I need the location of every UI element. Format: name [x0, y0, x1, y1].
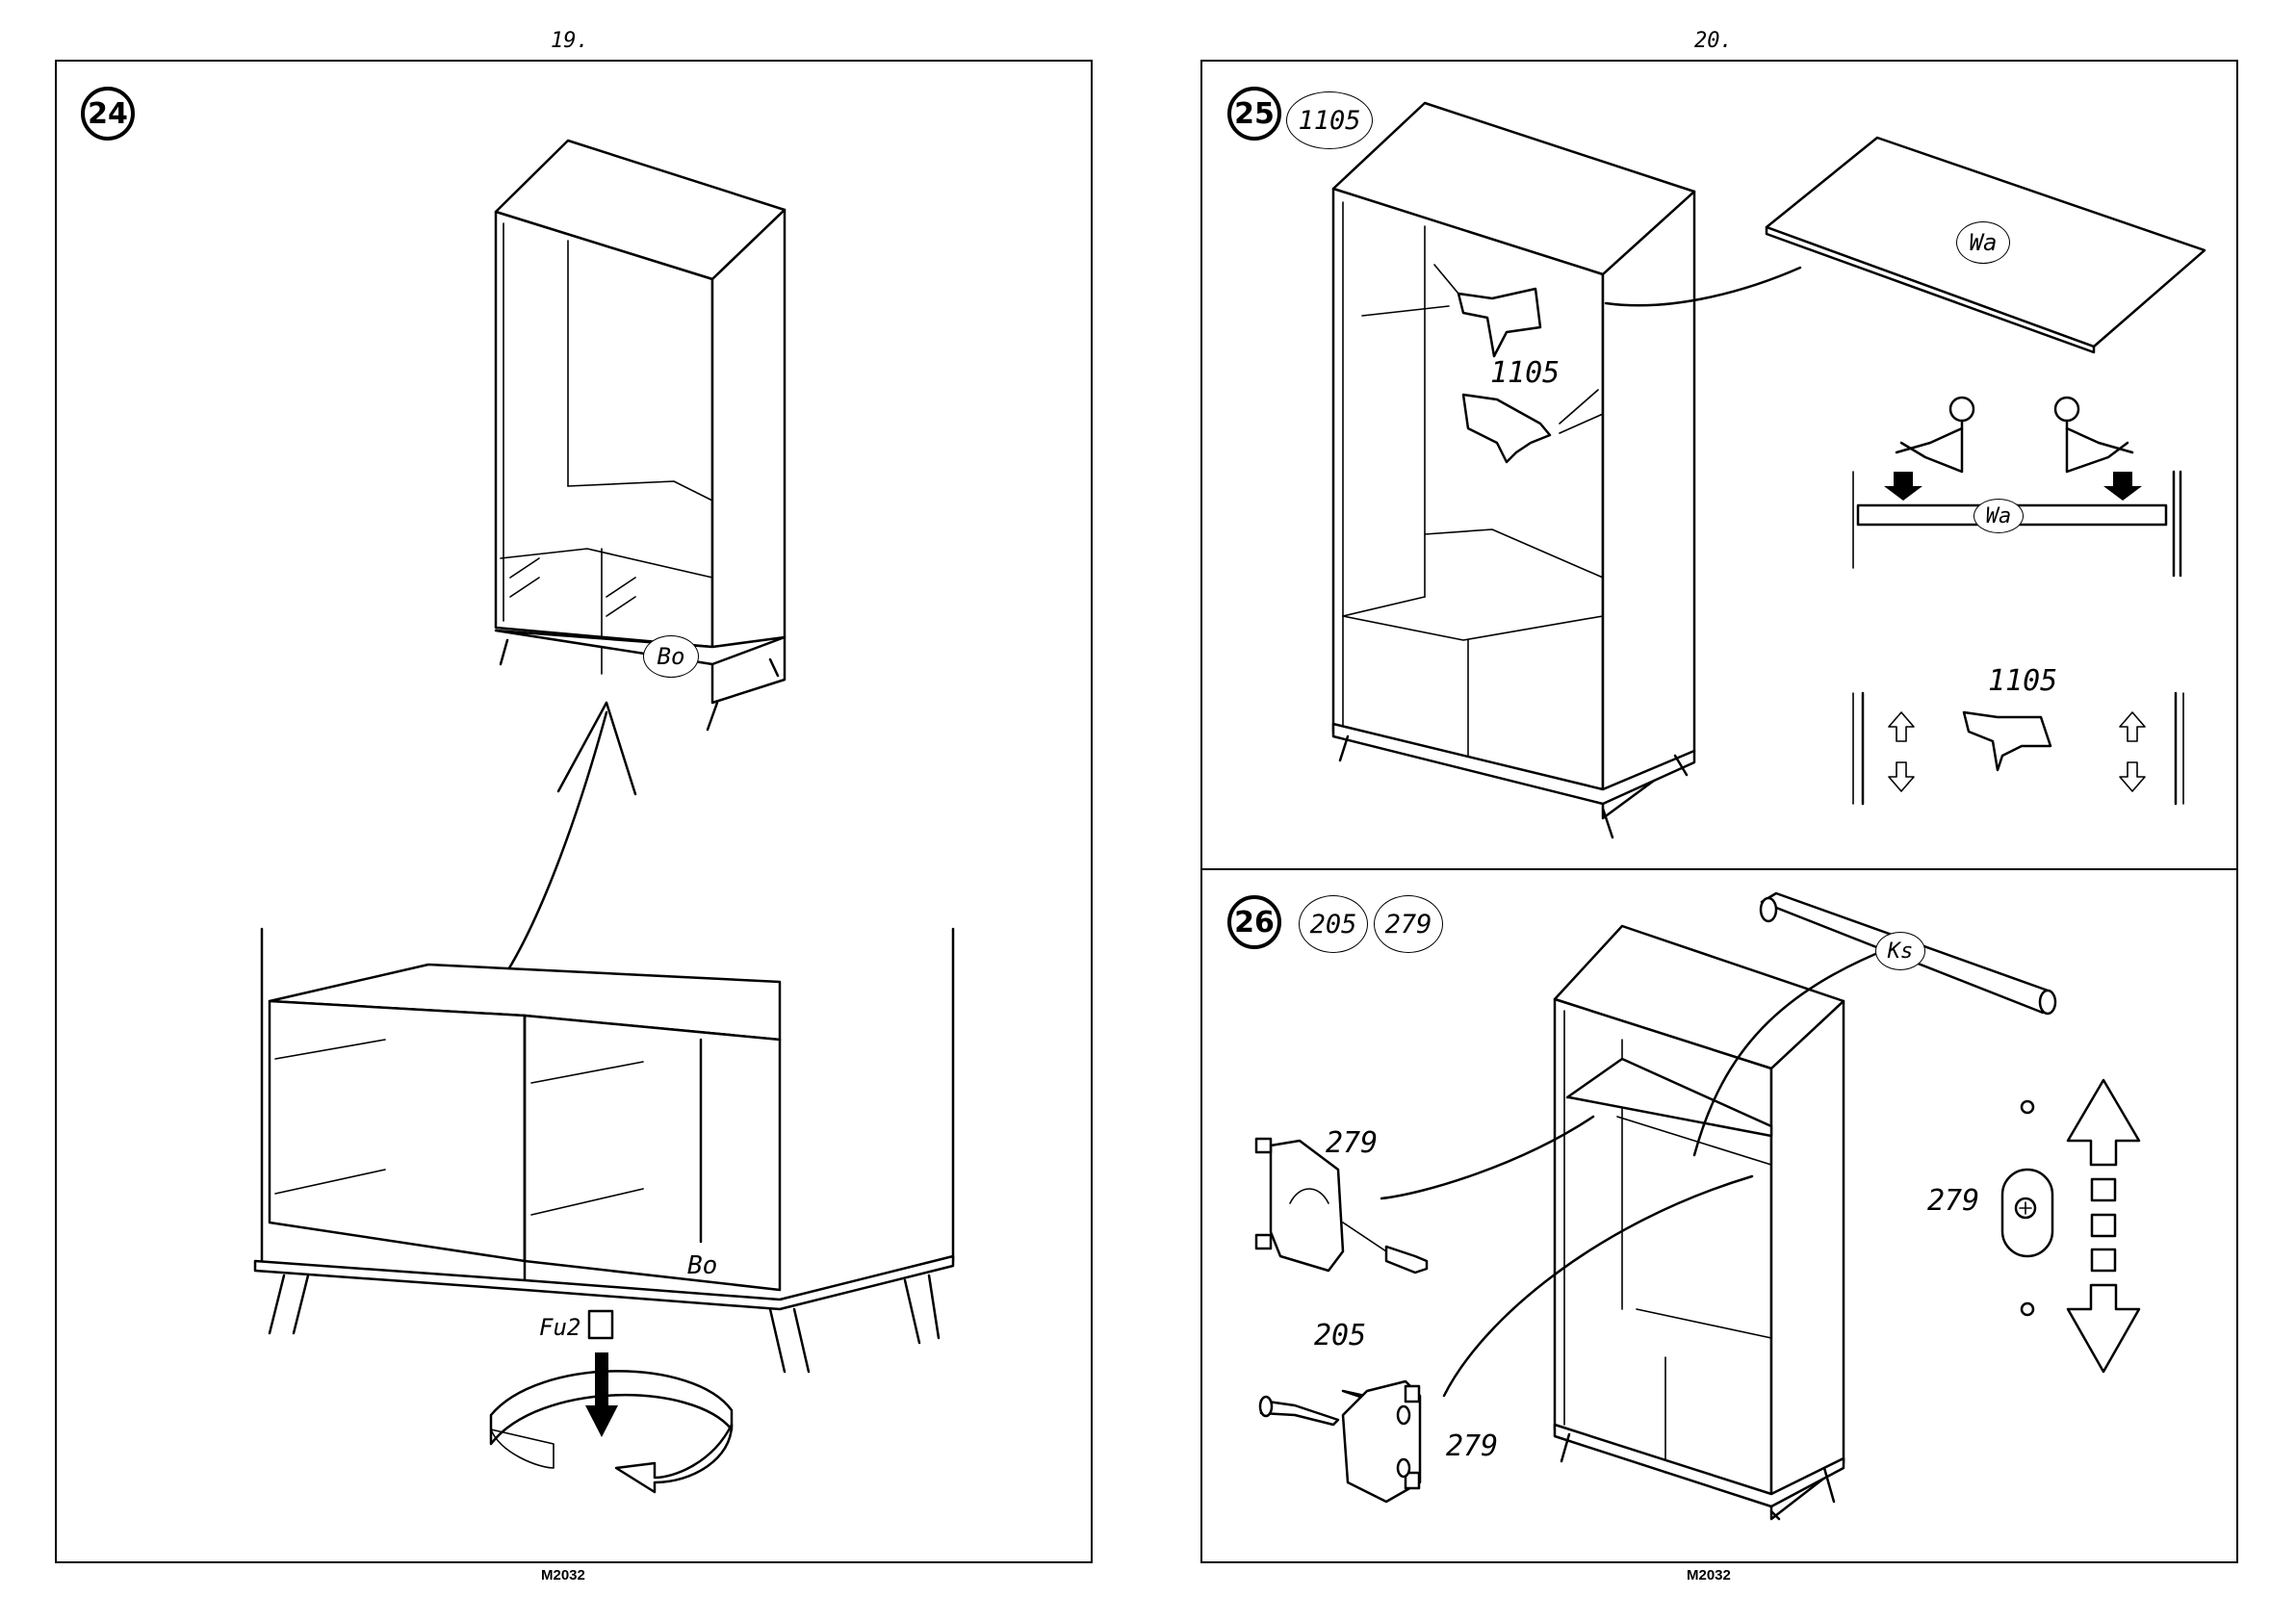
arrow-up-down-icon-left — [1853, 693, 1914, 804]
label-support-279-c: 279 — [1927, 1184, 1979, 1218]
part-ref-205: 205 — [1299, 895, 1368, 953]
label-connector-1105-a: 1105 — [1490, 356, 1560, 390]
cabinet-overview-24 — [496, 141, 785, 730]
label-connector-1105-b: 1105 — [1988, 664, 2057, 698]
rotate-arrow-icon — [491, 1371, 732, 1492]
cabinet-overview-25 — [1333, 103, 1694, 837]
label-back-panel: Wa — [1956, 221, 2010, 264]
step-number-26: 26 — [1227, 895, 1281, 949]
label-support-279-a: 279 — [1326, 1126, 1378, 1160]
person-pressing-icon — [1853, 398, 2180, 576]
cabinet-closeup-24 — [255, 929, 953, 1372]
arrow-up-down-icon-right — [2120, 693, 2183, 804]
label-rail: Ks — [1875, 932, 1925, 970]
cabinet-overview-26 — [1555, 926, 1844, 1519]
label-support-205: 205 — [1314, 1319, 1366, 1352]
arrow-up-down-icon-large — [2002, 1080, 2139, 1372]
label-back-panel-diagram: Wa — [1974, 499, 2024, 533]
step-number-25: 25 — [1227, 87, 1281, 141]
footer-code-right: M2032 — [1687, 1567, 1731, 1583]
label-bottom-panel: Bo — [643, 635, 699, 678]
label-foot: Fu2 — [539, 1314, 580, 1341]
label-bottom-panel-closeup: Bo — [687, 1251, 717, 1280]
step-number-24: 24 — [81, 87, 135, 141]
support-279-b — [1343, 1381, 1420, 1502]
connector-1105-c — [1964, 712, 2051, 770]
part-ref-279: 279 — [1374, 895, 1443, 953]
part-ref-1105: 1105 — [1286, 91, 1373, 149]
footer-code-left: M2032 — [541, 1567, 585, 1583]
label-support-279-b: 279 — [1446, 1429, 1498, 1463]
